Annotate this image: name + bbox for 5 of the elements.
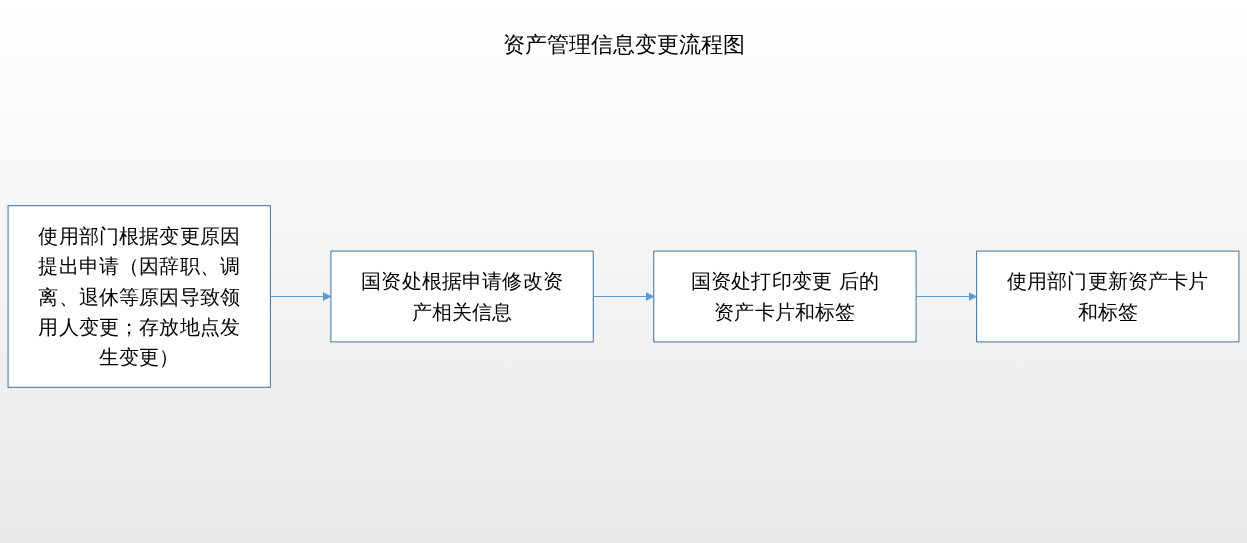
node-box: 使用部门根据变更原因提出申请（因辞职、调离、退休等原因导致领用人变更；存放地点发生变更） (7, 205, 271, 388)
node-box: 国资处打印变更 后的资产卡片和标签 (653, 250, 917, 343)
diagram-title: 资产管理信息变更流程图 (502, 31, 745, 59)
node-box: 国资处根据申请修改资产相关信息 (330, 250, 594, 343)
node-box: 使用部门更新资产卡片和标签 (976, 250, 1240, 343)
